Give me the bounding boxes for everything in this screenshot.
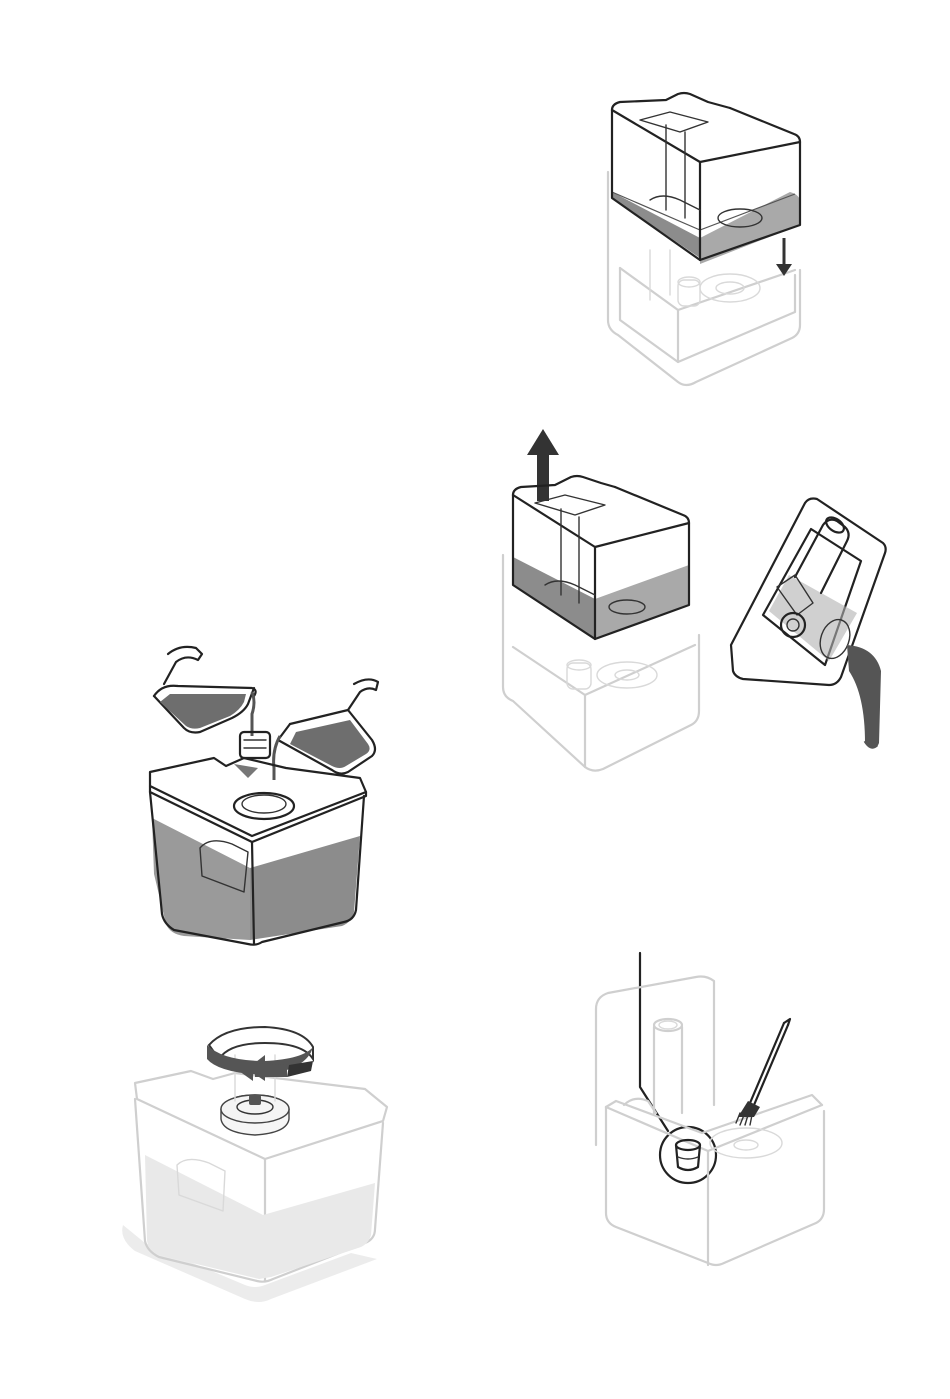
- panel-clean-filter: [590, 945, 840, 1275]
- lift-and-drain-drawing: [495, 425, 895, 775]
- down-arrow-icon: [776, 238, 792, 276]
- brush-icon: [736, 1019, 790, 1125]
- panel-twist-cap: [115, 1015, 395, 1315]
- panel-lift-and-drain: [495, 425, 895, 775]
- pouring-jugs-icon: [154, 647, 378, 780]
- twist-cap-drawing: [115, 1015, 395, 1315]
- water-tank: [612, 93, 800, 264]
- rotate-arrow-icon: [207, 1027, 313, 1081]
- panel-fill-tank-pour: [140, 640, 390, 960]
- clean-filter-drawing: [590, 945, 840, 1275]
- panel-lower-tank: [590, 80, 820, 400]
- lower-tank-drawing: [590, 80, 820, 400]
- tilted-tank-draining: [731, 499, 886, 748]
- fill-tank-drawing: [140, 640, 390, 960]
- up-arrow-icon: [527, 429, 559, 501]
- filter-cup: [676, 1140, 700, 1170]
- water-tank: [150, 758, 366, 945]
